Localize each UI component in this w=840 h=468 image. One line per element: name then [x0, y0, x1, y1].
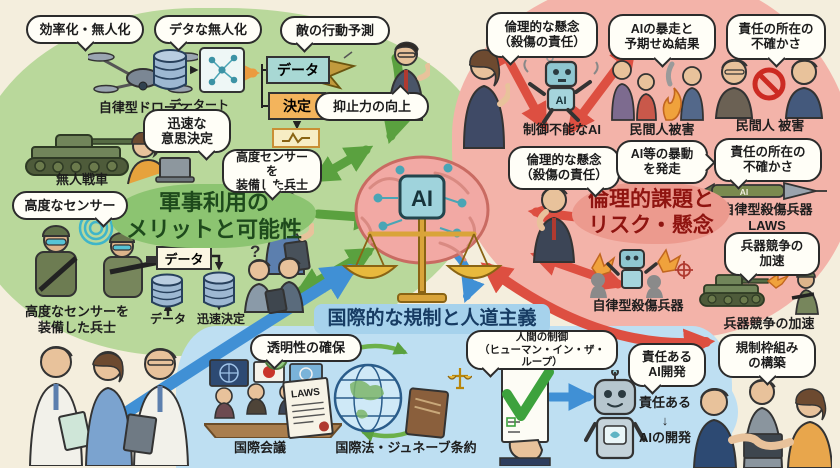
bubble-deterrence: 抑止力の向上 — [315, 92, 429, 121]
label-data-small: データ — [149, 312, 186, 326]
label-arms-race: 兵器競争の加速 — [723, 316, 815, 331]
bubble-advanced-sensor: 高度なセンサー — [12, 191, 128, 220]
flow-bracket — [261, 64, 268, 108]
concerned-woman-icon — [462, 49, 510, 149]
database-pair-icon — [151, 271, 235, 308]
bubble-responsibility-2: 責任の所在の 不確かさ — [714, 138, 822, 182]
label-laws: 自律型殺傷兵器 LAWS — [721, 202, 813, 234]
researchers-icon — [28, 346, 190, 466]
bubble-ethical-concern-1: 倫理的な懸念 （殺傷の責任） — [486, 12, 598, 58]
responsibility-ban-icon — [714, 58, 824, 119]
bubble-human-control: 人間の制御 （ヒューマン・イン・ザ・ループ） — [466, 330, 618, 370]
international-law-icon: ? LAWS — [264, 346, 472, 439]
handshake-people-icon — [692, 379, 832, 468]
label-conference: 国際会議 — [233, 440, 286, 455]
signal-wave-icon — [282, 132, 310, 144]
label-uncontrollable-ai: 制御不能なAI — [522, 122, 601, 137]
missile-ai-label: AI — [740, 187, 749, 197]
lethal-robot-icon — [590, 248, 693, 298]
civilian-victims-icon — [611, 60, 704, 121]
ai-brain-scales-icon: AI — [341, 155, 503, 303]
bubble-responsible-ai: 責任ある AI開発 — [628, 343, 706, 387]
thinking-man-icon — [532, 186, 576, 263]
bubble-ai-runaway: AIの暴走と 予期せぬ結果 — [608, 14, 716, 60]
label-responsible-dev: 責任ある ↓ AIの開発 — [638, 395, 691, 446]
bubble-arms-race: 兵器競争の 加速 — [724, 232, 820, 276]
bubble-sensor-soldier: 高度センサーを 装備した兵士 — [222, 149, 322, 193]
two-men-tablet-icon — [243, 257, 305, 314]
label-lethal-robot: 自律型殺傷兵器 — [592, 298, 684, 313]
zone-title-military: 軍事利用の メリットと可能性 — [112, 184, 316, 248]
arrow-tag-to-db — [210, 254, 224, 271]
uncontrollable-robot-icon: AI — [523, 54, 599, 124]
bubble-ethical-concern-2: 倫理的な懸念 （殺傷の責任） — [508, 146, 620, 190]
label-unmanned-tank: 無人戦車 — [55, 172, 108, 187]
unmanned-tank-icon — [25, 134, 141, 176]
bubble-data-unmanned: デタな無人化 — [154, 15, 262, 44]
label-civilian-victims-2: 民間人 被害 — [735, 118, 805, 133]
label-international-law: 国際法・ジュネーブ条約 — [335, 440, 477, 455]
ai-chip-label: AI — [411, 186, 433, 211]
data-box: データ — [266, 56, 330, 84]
responsible-robot-icon — [584, 370, 646, 460]
signal-box — [272, 128, 320, 148]
bubble-enemy-prediction: 敵の行動予測 — [280, 16, 390, 45]
database-to-network-icon — [153, 47, 245, 93]
data-tag: データ — [156, 246, 212, 270]
robot-chest-chip-label: AI — [556, 95, 567, 107]
bubble-framework: 規制枠組み の構築 — [718, 334, 816, 378]
arrow-green-upperleft — [310, 145, 374, 183]
question-mark: ? — [250, 242, 261, 261]
checklist-hand-icon — [499, 365, 554, 466]
label-sensor-soldiers: 高度なセンサーを 装備した兵士 — [24, 304, 129, 336]
bubble-transparency: 透明性の確保 — [250, 334, 362, 362]
bubble-ai-riot: AI等の暴動 を発走 — [616, 140, 708, 184]
bubble-responsibility-1: 責任の所在の 不確かさ — [726, 14, 826, 60]
bubble-rapid-decision: 迅速な 意思決定 — [143, 109, 231, 153]
label-rapid-decision-small: 迅速決定 — [196, 312, 245, 326]
laws-document-title: LAWS — [291, 387, 321, 401]
bubble-efficiency: 効率化・無人化 — [26, 15, 144, 44]
label-civilian-victims-1: 民間人被害 — [629, 122, 695, 137]
